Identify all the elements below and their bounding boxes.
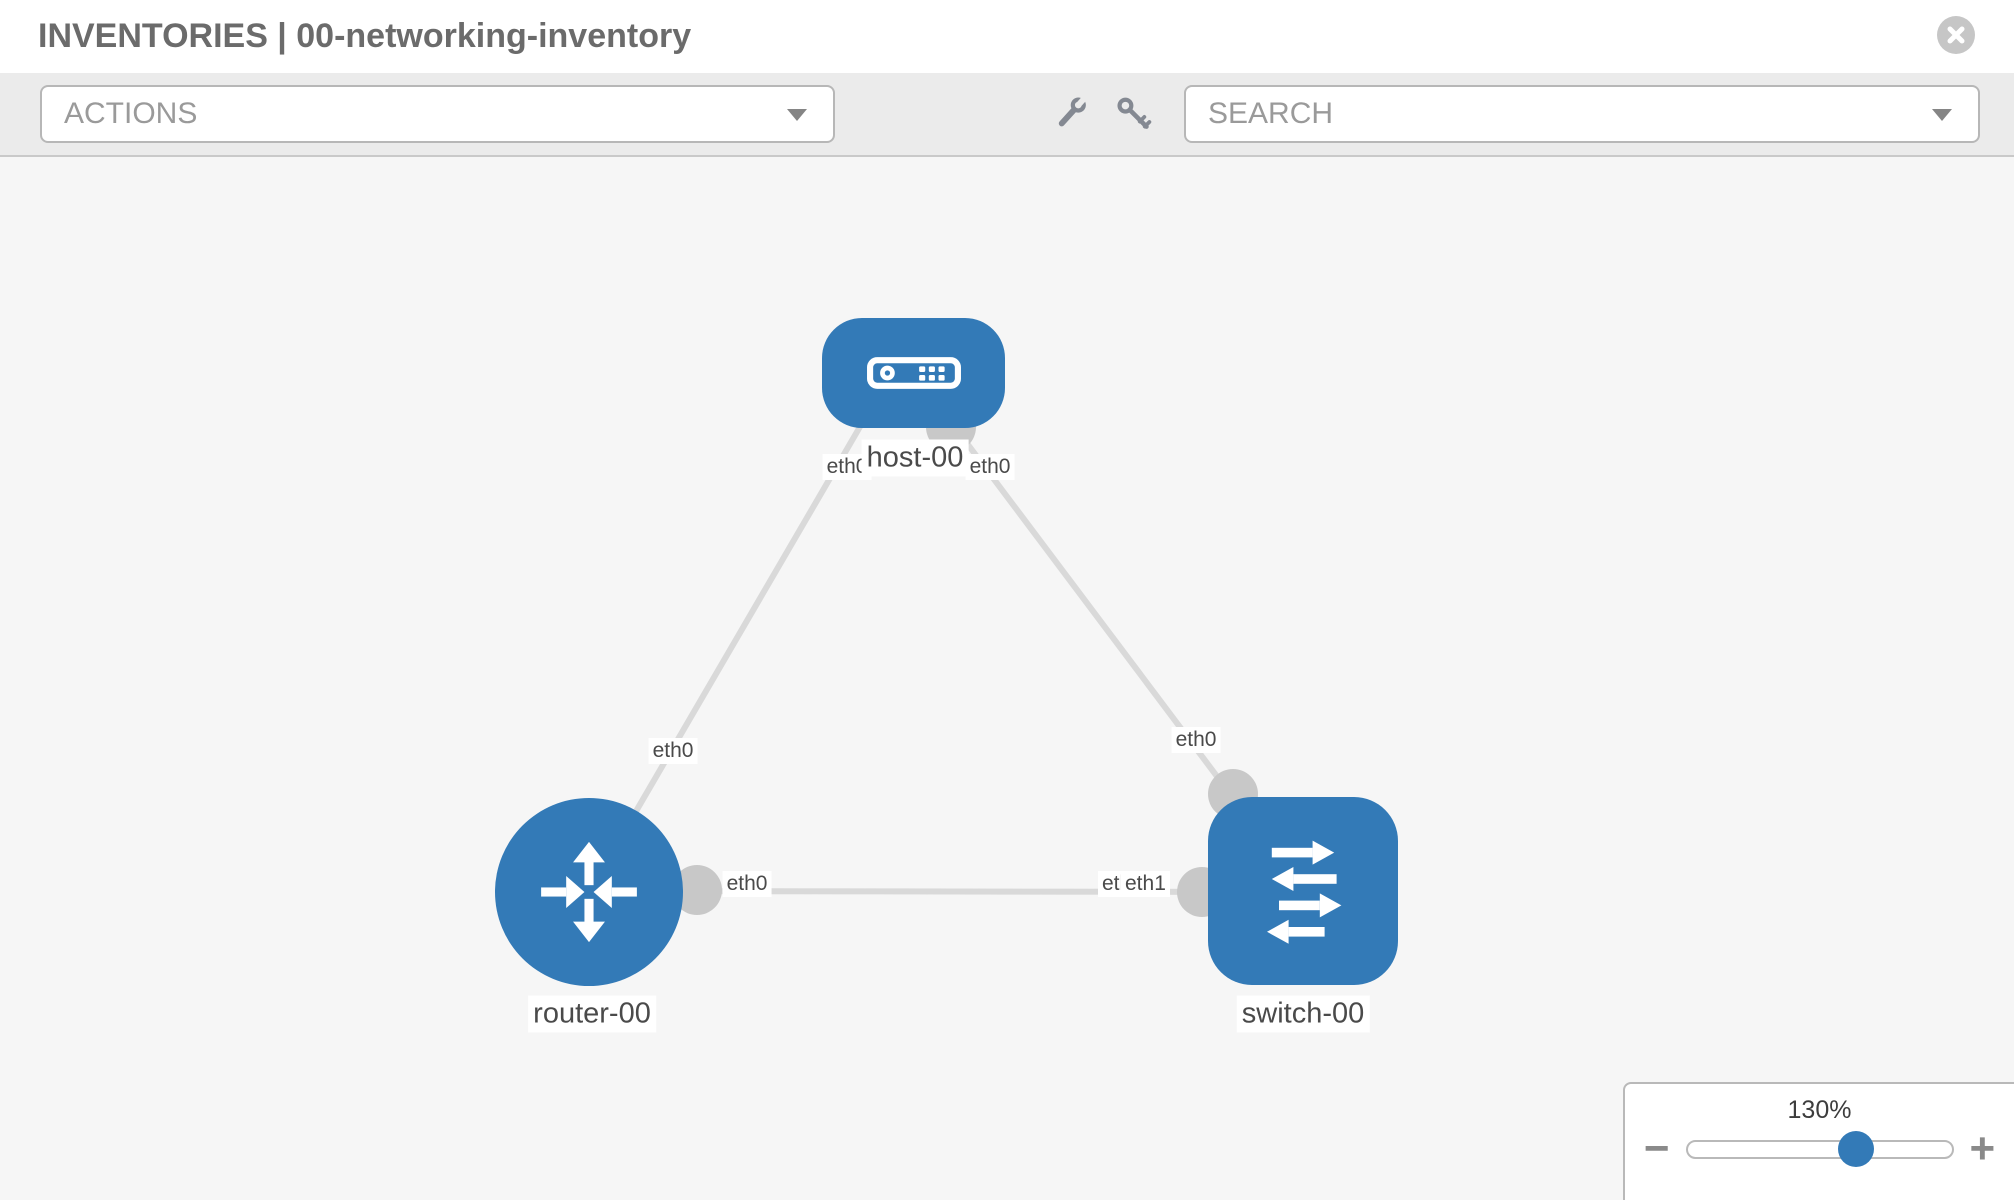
interface-connector-router (672, 865, 722, 915)
close-icon (1947, 26, 1965, 44)
node-label-router: router-00 (528, 995, 656, 1033)
interface-label-host-eth0-right: eth0 (965, 454, 1015, 480)
zoom-slider-thumb[interactable] (1837, 1131, 1874, 1167)
zoom-panel: 130% − + (1623, 1082, 2014, 1200)
node-router-00[interactable] (495, 798, 683, 986)
node-switch-00[interactable] (1208, 797, 1398, 985)
search-dropdown[interactable]: SEARCH (1184, 85, 1980, 143)
host-icon (866, 357, 961, 389)
interface-label-switch-eth1: eth1 (1121, 871, 1170, 897)
interface-label-router-eth0-uplink: eth0 (648, 738, 698, 764)
topology-canvas[interactable]: host-00 router-00 switch-00 eth0 eth0 et… (0, 157, 2014, 1200)
zoom-slider[interactable] (1685, 1131, 1954, 1167)
toolbar: ACTIONS SEARCH (0, 73, 2014, 157)
actions-dropdown[interactable]: ACTIONS (40, 85, 835, 143)
interface-label-router-eth0: eth0 (722, 871, 772, 897)
node-label-switch: switch-00 (1236, 995, 1370, 1033)
page-title: INVENTORIES | 00-networking-inventory (38, 17, 692, 55)
zoom-out-button[interactable]: − (1643, 1124, 1670, 1173)
chevron-down-icon (787, 109, 807, 121)
node-host-00[interactable] (822, 318, 1005, 428)
interface-label-switch-eth0: eth0 (1171, 727, 1221, 753)
topology-links-layer (586, 402, 1306, 917)
close-button[interactable] (1937, 16, 1975, 54)
router-icon (541, 841, 637, 943)
node-label-host: host-00 (861, 439, 969, 477)
wrench-icon[interactable] (1050, 93, 1092, 135)
actions-dropdown-label: ACTIONS (64, 97, 198, 130)
zoom-in-button[interactable]: + (1969, 1124, 1996, 1173)
key-icon[interactable] (1112, 93, 1154, 135)
header: INVENTORIES | 00-networking-inventory (0, 0, 2014, 73)
switch-icon (1267, 840, 1342, 944)
chevron-down-icon (1932, 109, 1952, 121)
search-dropdown-label: SEARCH (1208, 97, 1334, 130)
zoom-level-value: 130% (1787, 1096, 1852, 1124)
